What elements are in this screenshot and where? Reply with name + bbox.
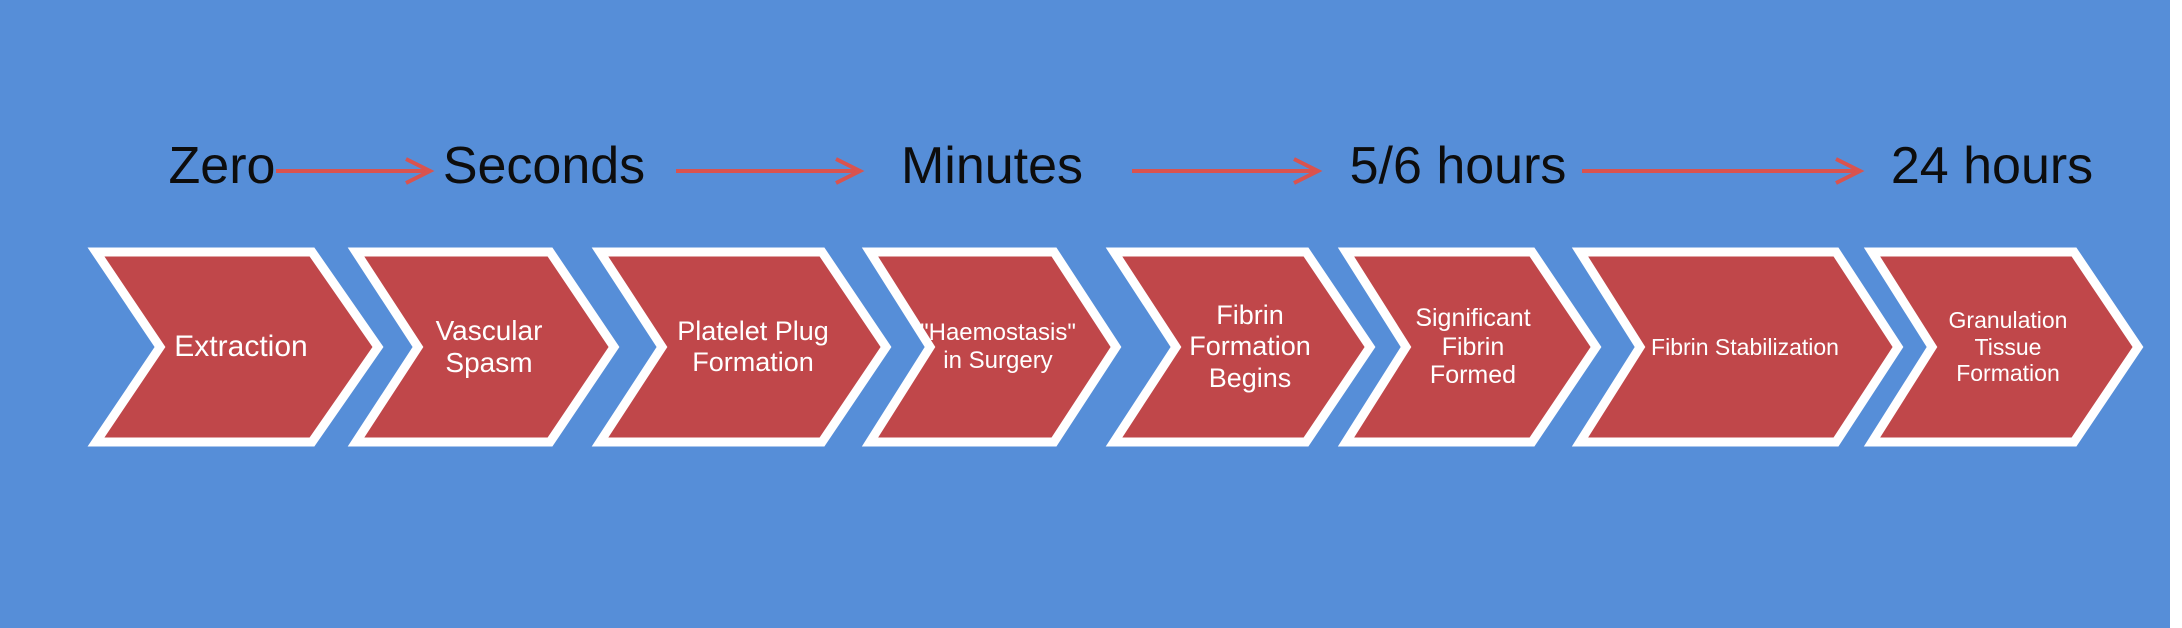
- time-label-24-hours: 24 hours: [1890, 137, 2094, 195]
- stage-label: "Haemostasis" in Surgery: [920, 319, 1076, 374]
- time-label-zero: Zero: [168, 137, 276, 195]
- stage-label: Granulation Tissue Formation: [1948, 307, 2068, 387]
- time-arrow-1: [276, 157, 435, 185]
- time-arrow-4: [1582, 157, 1865, 185]
- time-arrow-3: [1132, 157, 1323, 185]
- time-label-5-6-hours: 5/6 hours: [1349, 137, 1567, 195]
- stage-chevron-fibrin-stabilization: Fibrin Stabilization: [1571, 247, 1904, 447]
- stage-chevron-haemostasis-in-surgery: "Haemostasis" in Surgery: [861, 247, 1122, 447]
- stage-label: Fibrin Formation Begins: [1189, 300, 1311, 393]
- stage-label: Extraction: [174, 329, 308, 363]
- time-label-minutes: Minutes: [900, 137, 1084, 195]
- time-arrow-2: [676, 157, 865, 185]
- stage-chevron-vascular-spasm: Vascular Spasm: [347, 247, 620, 447]
- stage-chevron-granulation-tissue-formation: Granulation Tissue Formation: [1863, 247, 2144, 447]
- stage-label: Significant Fibrin Formed: [1415, 303, 1531, 390]
- stage-label: Platelet Plug Formation: [677, 315, 829, 377]
- stage-label: Vascular Spasm: [435, 314, 543, 378]
- stage-chevron-platelet-plug-formation: Platelet Plug Formation: [591, 247, 892, 447]
- stage-chevron-significant-fibrin-formed: Significant Fibrin Formed: [1337, 247, 1602, 447]
- stage-chevron-extraction: Extraction: [87, 247, 384, 447]
- stage-label: Fibrin Stabilization: [1651, 333, 1839, 360]
- stage-chevron-fibrin-formation-begins: Fibrin Formation Begins: [1105, 247, 1376, 447]
- time-label-seconds: Seconds: [442, 137, 646, 195]
